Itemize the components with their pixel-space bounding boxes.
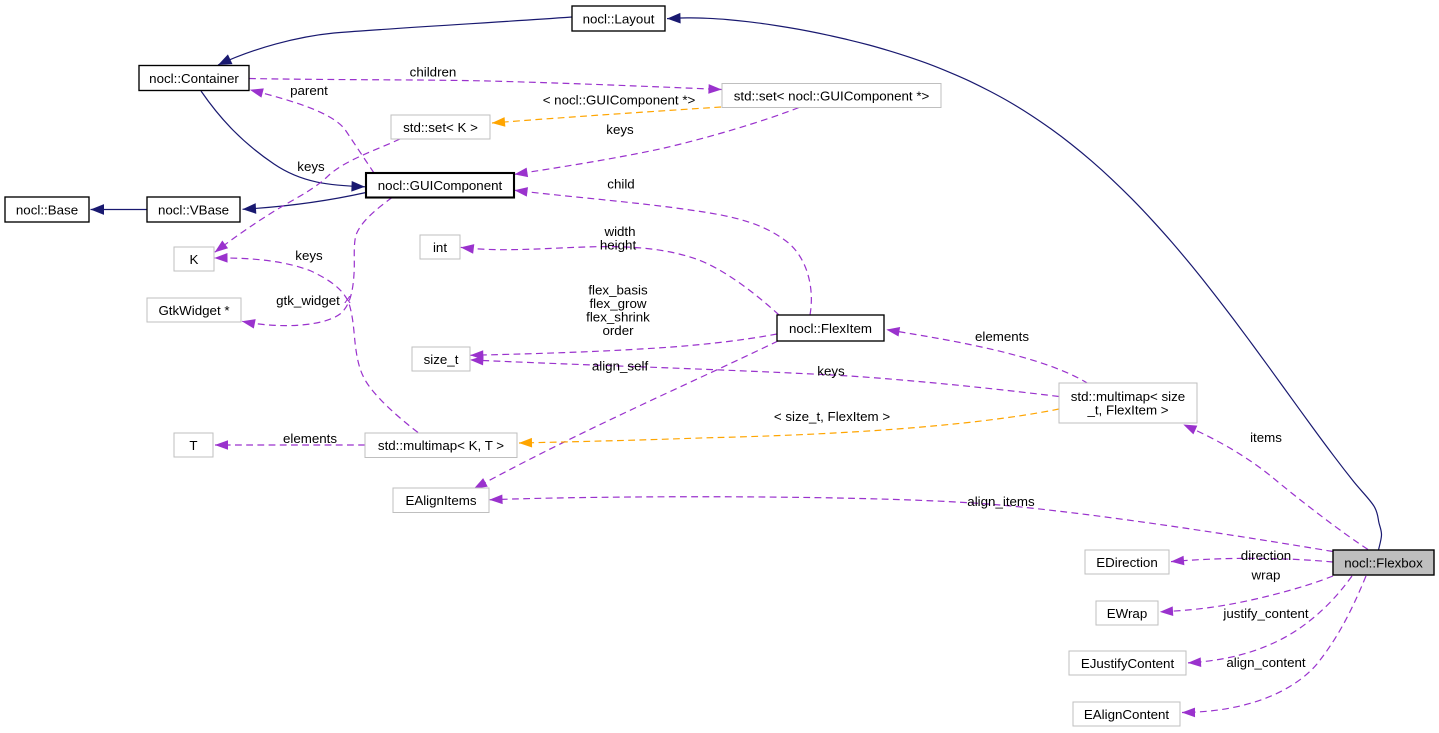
svg-text:width: width [603, 224, 635, 239]
svg-text:< nocl::GUIComponent *>: < nocl::GUIComponent *> [543, 92, 696, 107]
svg-text:items: items [1250, 430, 1282, 445]
svg-text:elements: elements [975, 329, 1029, 344]
svg-text:std::multimap< K, T >: std::multimap< K, T > [378, 438, 504, 453]
svg-text:GtkWidget *: GtkWidget * [158, 303, 229, 318]
svg-text:std::set< K >: std::set< K > [403, 120, 478, 135]
svg-text:flex_grow: flex_grow [589, 296, 646, 311]
svg-text:EAlignItems: EAlignItems [405, 493, 476, 508]
svg-text:flex_shrink: flex_shrink [586, 309, 650, 324]
svg-text:nocl::Container: nocl::Container [149, 71, 239, 86]
svg-text:K: K [190, 252, 199, 267]
svg-text:wrap: wrap [1251, 567, 1281, 582]
svg-text:nocl::Flexbox: nocl::Flexbox [1344, 555, 1423, 570]
svg-text:direction: direction [1241, 548, 1291, 563]
svg-text:keys: keys [606, 122, 634, 137]
svg-text:keys: keys [295, 248, 323, 263]
svg-text:gtk_widget: gtk_widget [276, 293, 340, 308]
svg-text:nocl::GUIComponent: nocl::GUIComponent [378, 178, 503, 193]
svg-text:align_content: align_content [1226, 655, 1306, 670]
svg-text:EDirection: EDirection [1096, 555, 1157, 570]
svg-text:parent: parent [290, 83, 328, 98]
svg-text:order: order [602, 323, 634, 338]
svg-text:nocl::FlexItem: nocl::FlexItem [789, 321, 872, 336]
svg-text:x: x [344, 291, 351, 306]
svg-text:nocl::Layout: nocl::Layout [583, 11, 655, 26]
svg-text:_t, FlexItem >: _t, FlexItem > [1086, 403, 1168, 418]
svg-text:std::multimap< size: std::multimap< size [1071, 389, 1185, 404]
svg-text:EWrap: EWrap [1107, 606, 1148, 621]
svg-text:EAlignContent: EAlignContent [1084, 707, 1170, 722]
svg-text:size_t: size_t [424, 352, 459, 367]
svg-text:keys: keys [297, 159, 325, 174]
svg-text:height: height [600, 237, 637, 252]
svg-text:std::set< nocl::GUIComponent *: std::set< nocl::GUIComponent *> [734, 88, 930, 103]
svg-text:elements: elements [283, 431, 337, 446]
svg-text:align_items: align_items [967, 494, 1035, 509]
svg-text:flex_basis: flex_basis [588, 282, 648, 297]
svg-text:T: T [189, 438, 197, 453]
svg-text:< size_t, FlexItem >: < size_t, FlexItem > [774, 409, 891, 424]
svg-text:align_self: align_self [592, 358, 649, 373]
svg-text:int: int [433, 240, 447, 255]
svg-text:nocl::VBase: nocl::VBase [158, 202, 229, 217]
svg-text:justify_content: justify_content [1222, 606, 1308, 621]
svg-text:child: child [607, 176, 634, 191]
svg-text:EJustifyContent: EJustifyContent [1081, 656, 1175, 671]
svg-text:nocl::Base: nocl::Base [16, 202, 78, 217]
svg-text:children: children [410, 64, 457, 79]
svg-text:keys: keys [817, 363, 845, 378]
